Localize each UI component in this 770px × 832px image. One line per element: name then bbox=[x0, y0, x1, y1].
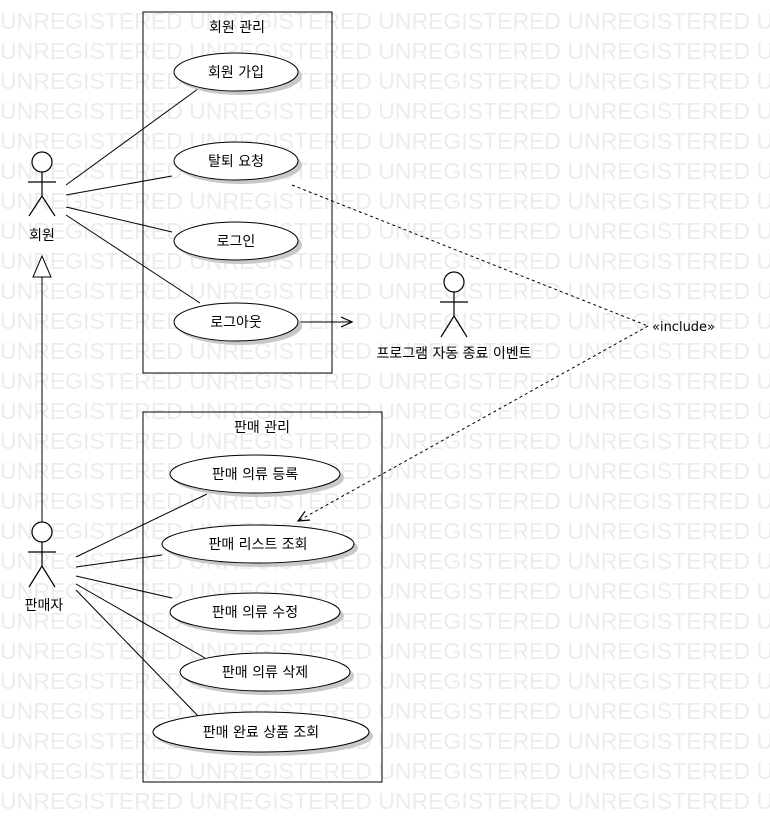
package-member-management: 회원 관리 bbox=[142, 11, 333, 374]
watermark-row: UNREGISTERED UNREGISTERED UNREGISTERED U… bbox=[0, 248, 770, 274]
usecase-signup-label: 회원 가입 bbox=[208, 65, 264, 81]
usecase-completed-view-label: 판매 완료 상품 조회 bbox=[203, 725, 319, 741]
include-dependency: «include» bbox=[291, 184, 715, 521]
usecase-edit-item[interactable]: 판매 의류 수정 bbox=[169, 592, 344, 635]
watermark-row: UNREGISTERED UNREGISTERED UNREGISTERED U… bbox=[0, 638, 770, 664]
dashed-withdraw-include bbox=[291, 184, 649, 327]
watermark-row: UNREGISTERED UNREGISTERED UNREGISTERED U… bbox=[0, 128, 770, 154]
actor-event[interactable] bbox=[440, 271, 468, 338]
usecase-delete-item-label: 판매 의류 삭제 bbox=[222, 665, 308, 681]
seller-associations bbox=[75, 493, 208, 719]
usecase-list-view[interactable]: 판매 리스트 조회 bbox=[161, 524, 358, 567]
watermark-row: UNREGISTERED UNREGISTERED UNREGISTERED U… bbox=[0, 698, 770, 724]
usecase-list-view-label: 판매 리스트 조회 bbox=[208, 537, 307, 553]
watermark-row: UNREGISTERED UNREGISTERED UNREGISTERED U… bbox=[0, 338, 770, 364]
watermark-row: UNREGISTERED UNREGISTERED UNREGISTERED U… bbox=[0, 278, 770, 304]
watermark-row: UNREGISTERED UNREGISTERED UNREGISTERED U… bbox=[0, 98, 770, 124]
generalization-seller-member bbox=[32, 254, 52, 522]
usecase-logout[interactable]: 로그아웃 bbox=[173, 302, 302, 345]
assoc-member-signup bbox=[65, 85, 203, 186]
actor-member[interactable] bbox=[28, 151, 56, 217]
watermark-row: UNREGISTERED UNREGISTERED UNREGISTERED U… bbox=[0, 218, 770, 244]
actor-member-head-icon bbox=[31, 151, 53, 173]
actor-event-head-icon bbox=[443, 271, 465, 293]
actor-member-label: 회원 bbox=[29, 228, 55, 244]
usecase-logout-label: 로그아웃 bbox=[210, 315, 262, 331]
package-member-title: 회원 관리 bbox=[209, 20, 265, 36]
usecase-completed-view[interactable]: 판매 완료 상품 조회 bbox=[152, 711, 373, 756]
watermark-row: UNREGISTERED UNREGISTERED UNREGISTERED U… bbox=[0, 668, 770, 694]
watermark-row: UNREGISTERED UNREGISTERED UNREGISTERED U… bbox=[0, 38, 770, 64]
watermark-row: UNREGISTERED UNREGISTERED UNREGISTERED U… bbox=[0, 428, 770, 454]
usecase-signup[interactable]: 회원 가입 bbox=[173, 52, 302, 95]
package-sales-title: 판매 관리 bbox=[234, 420, 290, 436]
watermark-row: UNREGISTERED UNREGISTERED UNREGISTERED U… bbox=[0, 788, 770, 814]
watermark-row: UNREGISTERED UNREGISTERED UNREGISTERED U… bbox=[0, 578, 770, 604]
watermark-layer: UNREGISTERED UNREGISTERED UNREGISTERED U… bbox=[0, 8, 770, 814]
usecase-login-label: 로그인 bbox=[217, 234, 256, 250]
assoc-member-logout bbox=[65, 214, 201, 304]
usecase-register-item[interactable]: 판매 의류 등록 bbox=[169, 454, 344, 497]
member-associations bbox=[65, 85, 203, 304]
watermark-row: UNREGISTERED UNREGISTERED UNREGISTERED U… bbox=[0, 398, 770, 424]
usecase-login[interactable]: 로그인 bbox=[173, 221, 302, 264]
usecase-delete-item[interactable]: 판매 의류 삭제 bbox=[179, 652, 354, 695]
watermark-row: UNREGISTERED UNREGISTERED UNREGISTERED U… bbox=[0, 608, 770, 634]
watermark-row: UNREGISTERED UNREGISTERED UNREGISTERED U… bbox=[0, 548, 770, 574]
package-sales-management: 판매 관리 bbox=[142, 411, 383, 783]
assoc-seller-edit bbox=[75, 575, 173, 599]
assoc-seller-register bbox=[75, 493, 208, 558]
watermark-row: UNREGISTERED UNREGISTERED UNREGISTERED U… bbox=[0, 518, 770, 544]
watermark-row: UNREGISTERED UNREGISTERED UNREGISTERED U… bbox=[0, 488, 770, 514]
watermark-row: UNREGISTERED UNREGISTERED UNREGISTERED U… bbox=[0, 68, 770, 94]
watermark-row: UNREGISTERED UNREGISTERED UNREGISTERED U… bbox=[0, 728, 770, 754]
usecase-register-item-label: 판매 의류 등록 bbox=[212, 467, 298, 483]
usecase-withdraw[interactable]: 탈퇴 요청 bbox=[173, 141, 302, 184]
actor-event-label: 프로그램 자동 종료 이벤트 bbox=[376, 346, 531, 362]
assoc-seller-delete bbox=[75, 583, 206, 659]
assoc-seller-completed bbox=[75, 589, 201, 719]
dashed-include-list bbox=[298, 325, 649, 521]
usecase-edit-item-label: 판매 의류 수정 bbox=[212, 605, 298, 621]
watermark-row: UNREGISTERED UNREGISTERED UNREGISTERED U… bbox=[0, 8, 770, 34]
assoc-member-login bbox=[65, 206, 173, 233]
watermark-row: UNREGISTERED UNREGISTERED UNREGISTERED U… bbox=[0, 758, 770, 784]
watermark-row: UNREGISTERED UNREGISTERED UNREGISTERED U… bbox=[0, 458, 770, 484]
actor-seller-label: 판매자 bbox=[25, 598, 64, 614]
assoc-member-withdraw bbox=[65, 175, 173, 196]
assoc-seller-list bbox=[75, 554, 163, 568]
actor-seller[interactable] bbox=[28, 521, 56, 588]
actor-seller-head-icon bbox=[31, 521, 53, 543]
watermark-row: UNREGISTERED UNREGISTERED UNREGISTERED U… bbox=[0, 158, 770, 184]
watermark-row: UNREGISTERED UNREGISTERED UNREGISTERED U… bbox=[0, 368, 770, 394]
watermark-row: UNREGISTERED UNREGISTERED UNREGISTERED U… bbox=[0, 188, 770, 214]
include-label: «include» bbox=[652, 320, 715, 335]
usecase-withdraw-label: 탈퇴 요청 bbox=[208, 154, 264, 170]
